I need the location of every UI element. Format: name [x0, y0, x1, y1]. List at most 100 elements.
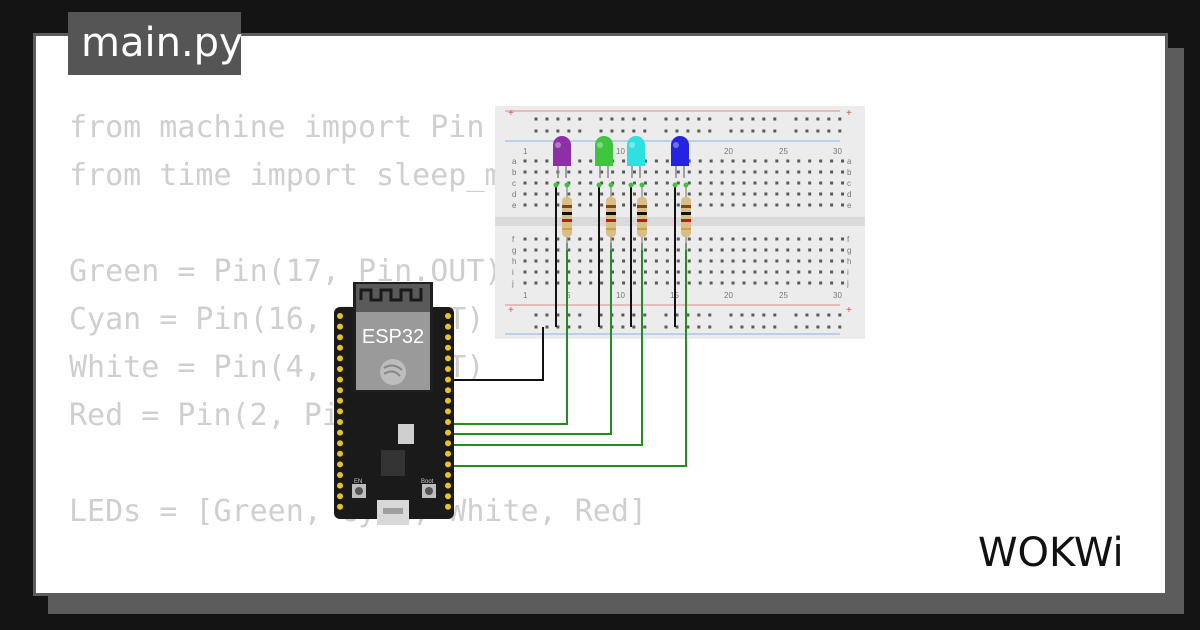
cyan-led[interactable] [627, 136, 645, 188]
breadboard-hole [665, 203, 669, 207]
breadboard-hole [600, 181, 604, 185]
header-pin [337, 408, 343, 415]
blue-led[interactable] [671, 136, 689, 188]
breadboard-hole [633, 192, 636, 196]
breadboard-hole [808, 281, 812, 285]
breadboard-hole [731, 159, 735, 163]
breadboard-hole [567, 181, 571, 185]
breadboard-hole [797, 237, 801, 241]
breadboard-hole [643, 129, 647, 133]
breadboard-hole [742, 270, 746, 274]
breadboard-hole [665, 237, 669, 241]
breadboard-hole [621, 129, 625, 133]
breadboard-hole [841, 181, 845, 185]
breadboard-hole [578, 259, 582, 263]
breadboard-hole [578, 170, 582, 174]
breadboard-hole [698, 248, 702, 252]
breadboard-hole [686, 325, 690, 329]
breadboard-hole [731, 248, 735, 252]
breadboard-hole [841, 159, 845, 163]
row-label: c [847, 179, 851, 188]
column-label: 30 [833, 147, 842, 156]
chip-label: ESP32 [362, 326, 424, 348]
breadboard-hole [664, 313, 668, 317]
esp32-board[interactable]: ESP32 EN Boot [334, 282, 454, 525]
breadboard-hole [534, 325, 538, 329]
breadboard-hole [622, 203, 626, 207]
row-label: e [512, 201, 517, 210]
row-label: g [512, 246, 516, 255]
resistors [562, 185, 691, 250]
breadboard-hole [720, 270, 724, 274]
breadboard-hole [742, 248, 746, 252]
row-label: i [512, 268, 514, 277]
breadboard-hole [545, 325, 549, 329]
header-pin [445, 323, 451, 330]
column-label: 10 [616, 291, 625, 300]
breadboard-hole [589, 181, 593, 185]
breadboard-hole [687, 192, 691, 196]
breadboard-hole [589, 159, 593, 163]
breadboard-hole [731, 170, 735, 174]
file-tab[interactable]: main.py [68, 12, 243, 75]
breadboard-hole [622, 270, 626, 274]
breadboard-hole [643, 170, 647, 174]
wokwi-logo-text: WOKWi [978, 530, 1124, 576]
header-pin [445, 461, 451, 468]
breadboard-hole [830, 170, 834, 174]
breadboard-hole [731, 181, 735, 185]
breadboard-hole [589, 248, 593, 252]
breadboard-hole [633, 270, 636, 274]
breadboard-hole [709, 203, 713, 207]
breadboard-hole [534, 159, 538, 163]
breadboard-hole [753, 270, 757, 274]
column-label: 30 [833, 291, 842, 300]
breadboard-hole [753, 170, 757, 174]
breadboard-hole [567, 117, 571, 121]
breadboard-hole [654, 159, 658, 163]
column-label: 10 [616, 147, 625, 156]
breadboard-hole [816, 117, 820, 121]
breadboard-hole [708, 325, 712, 329]
breadboard-hole [764, 203, 768, 207]
breadboard-hole [523, 192, 527, 196]
breadboard-hole [665, 159, 669, 163]
breadboard-hole [676, 181, 680, 185]
purple-led[interactable] [553, 136, 571, 188]
header-pin [337, 376, 343, 383]
wires [453, 185, 687, 467]
breadboard-hole [600, 281, 604, 285]
breadboard-hole [578, 281, 582, 285]
breadboard-hole [654, 192, 658, 196]
svg-text:+: + [508, 305, 514, 316]
row-label: f [847, 235, 850, 244]
green-led[interactable] [595, 136, 614, 188]
breadboard-hole [740, 313, 744, 317]
header-pin [337, 387, 343, 394]
header-pin [445, 366, 451, 372]
breadboard-hole [697, 313, 701, 317]
header-pin [445, 344, 451, 351]
breadboard-hole [797, 270, 801, 274]
breadboard-hole [819, 192, 823, 196]
breadboard-hole [698, 170, 702, 174]
breadboard-hole [841, 237, 845, 241]
breadboard-hole [665, 192, 669, 196]
breadboard-hole [675, 129, 679, 133]
header-pin [445, 397, 451, 404]
header-pin [337, 493, 343, 500]
header-pin [337, 334, 343, 341]
breadboard-hole [643, 159, 647, 163]
breadboard-hole [786, 270, 790, 274]
code-line: MAIN_DELAY = 100 [69, 584, 647, 593]
breadboard-hole [578, 181, 582, 185]
breadboard-hole [708, 313, 712, 317]
breadboard-hole [742, 237, 746, 241]
breadboard-hole [808, 259, 812, 263]
breadboard-hole [545, 159, 549, 163]
breadboard-hole [805, 313, 809, 317]
breadboard-hole [786, 203, 790, 207]
breadboard-hole [545, 117, 549, 121]
breadboard-hole [654, 237, 658, 241]
